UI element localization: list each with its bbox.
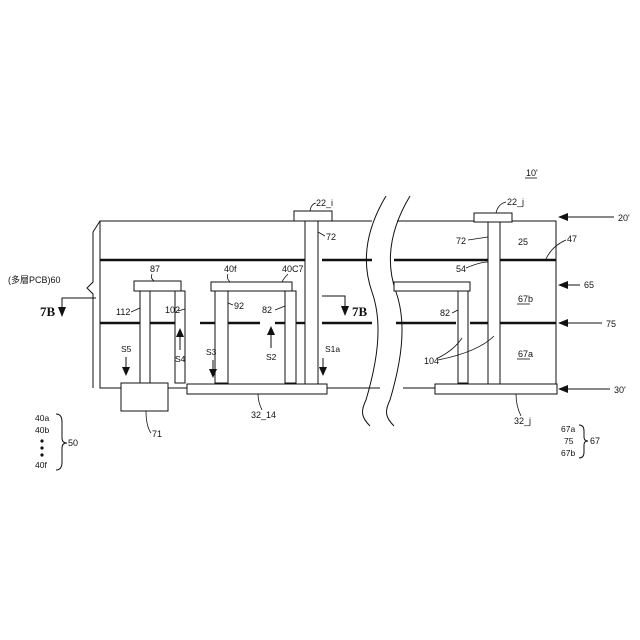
leader-72-right bbox=[468, 237, 488, 240]
label-40f: 40f bbox=[224, 264, 237, 274]
via-87 bbox=[134, 281, 185, 383]
label-47: 47 bbox=[567, 234, 577, 244]
list50-item: 40b bbox=[35, 425, 49, 435]
label-104: 104 bbox=[424, 356, 439, 366]
leader-32j bbox=[516, 394, 521, 416]
label-67a-board: 67a bbox=[518, 349, 533, 359]
pad-32-14 bbox=[187, 384, 327, 394]
pad-32j bbox=[435, 384, 557, 394]
label-72-right: 72 bbox=[456, 236, 466, 246]
arrow-75 bbox=[558, 319, 602, 327]
list67-item: 67a bbox=[561, 424, 575, 434]
leader-54 bbox=[466, 262, 488, 268]
break-lines bbox=[363, 196, 410, 426]
group-list-50: 40a 40b 40f 50 bbox=[35, 413, 78, 470]
leader-82-left bbox=[275, 306, 285, 310]
leader-87 bbox=[151, 274, 154, 281]
label-s2: S2 bbox=[266, 352, 277, 362]
arrow-7b-left bbox=[58, 298, 96, 317]
label-40c7: 40C7 bbox=[282, 264, 304, 274]
label-7b-left: 7B bbox=[40, 304, 56, 319]
leader-92 bbox=[228, 303, 233, 305]
list67-item: 75 bbox=[564, 436, 574, 446]
label-s5: S5 bbox=[121, 344, 132, 354]
label-s3: S3 bbox=[206, 347, 217, 357]
pcb-label: (多層PCB)60 bbox=[8, 274, 61, 285]
label-92: 92 bbox=[234, 301, 244, 311]
label-71: 71 bbox=[152, 429, 162, 439]
label-32j: 32_j bbox=[514, 416, 531, 426]
label-22j: 22_j bbox=[507, 197, 524, 207]
list67-item: 67b bbox=[561, 448, 575, 458]
list50-item: 40a bbox=[35, 413, 49, 423]
label-s4: S4 bbox=[175, 354, 186, 364]
label-87: 87 bbox=[150, 264, 160, 274]
label-75: 75 bbox=[606, 319, 616, 329]
label-30: 30' bbox=[614, 385, 626, 395]
label-s1a: S1a bbox=[325, 344, 340, 354]
figure-number: 10' bbox=[526, 168, 538, 178]
label-50: 50 bbox=[68, 438, 78, 448]
arrow-s1a bbox=[319, 358, 327, 376]
leader-40f bbox=[227, 274, 230, 282]
arrow-30 bbox=[558, 385, 610, 393]
brace-50 bbox=[56, 414, 67, 470]
label-102: 102 bbox=[165, 305, 180, 315]
leader-72-left bbox=[318, 232, 325, 236]
list50-item: 40f bbox=[35, 460, 47, 470]
label-112: 112 bbox=[116, 307, 130, 317]
leader-22j bbox=[496, 202, 506, 213]
leader-71 bbox=[146, 411, 151, 433]
pcb-bracket bbox=[87, 221, 100, 388]
label-22i: 22_i bbox=[316, 198, 333, 208]
label-72-left: 72 bbox=[326, 232, 336, 242]
label-67b-board: 67b bbox=[518, 294, 533, 304]
leader-82-right bbox=[452, 310, 458, 313]
leader-40c7 bbox=[282, 274, 288, 282]
arrow-20 bbox=[558, 213, 614, 221]
label-20: 20' bbox=[618, 213, 630, 223]
label-25: 25 bbox=[518, 237, 528, 247]
via-right bbox=[394, 282, 470, 383]
leader-112 bbox=[131, 308, 140, 312]
group-list-67: 67a 75 67b 67 bbox=[561, 424, 600, 458]
label-82-right: 82 bbox=[440, 308, 450, 318]
label-65: 65 bbox=[584, 280, 594, 290]
component-71 bbox=[121, 383, 168, 411]
leader-32-14 bbox=[258, 394, 262, 410]
arrow-s5 bbox=[122, 357, 130, 376]
label-82-left: 82 bbox=[262, 305, 272, 315]
label-32-14: 32_14 bbox=[251, 410, 276, 420]
via-40f bbox=[211, 282, 296, 383]
brace-67 bbox=[579, 425, 588, 458]
via-22j bbox=[474, 213, 512, 388]
arrow-7b-right bbox=[322, 296, 349, 316]
arrow-65 bbox=[558, 281, 580, 289]
label-54: 54 bbox=[456, 264, 466, 274]
label-7b-right: 7B bbox=[352, 304, 368, 319]
label-67: 67 bbox=[590, 436, 600, 446]
arrow-s2 bbox=[267, 326, 275, 348]
